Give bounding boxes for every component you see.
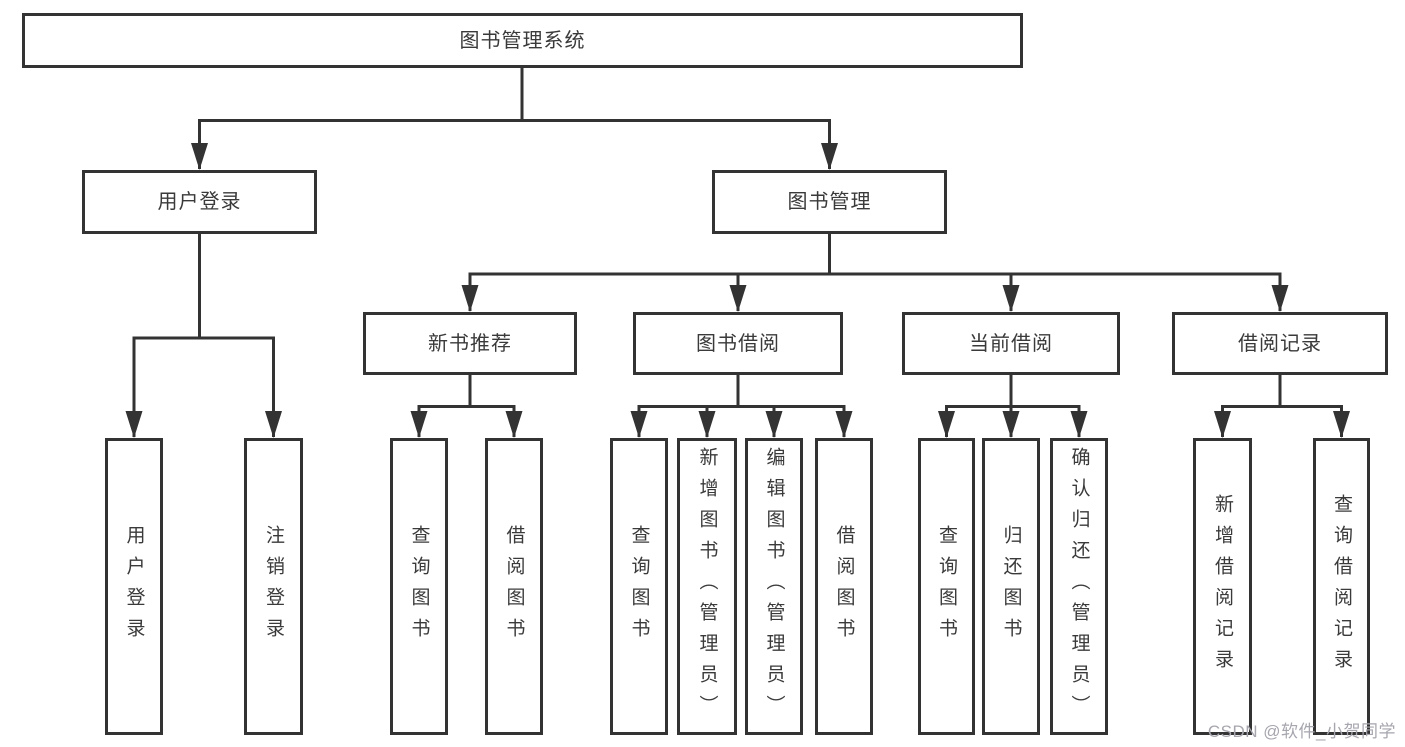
node-current-borrowing: 当前借阅 (902, 312, 1120, 375)
connector-elbows (132, 66, 1343, 437)
leaf-query-books-recommend: 查询图书 (390, 438, 448, 735)
leaf-add-books-admin: 新增图书（管理员） (677, 438, 737, 735)
leaf-logout: 注销登录 (244, 438, 303, 735)
node-user-login: 用户登录 (82, 170, 317, 234)
leaf-user-login: 用户登录 (105, 438, 163, 735)
csdn-watermark: CSDN @软件_小贺同学 (1207, 722, 1396, 741)
leaf-return-books: 归还图书 (982, 438, 1040, 735)
leaf-edit-books-admin: 编辑图书（管理员） (745, 438, 803, 735)
leaf-query-borrow-record: 查询借阅记录 (1313, 438, 1370, 735)
node-borrowing-records: 借阅记录 (1172, 312, 1388, 375)
leaf-add-borrow-record: 新增借阅记录 (1193, 438, 1252, 735)
node-book-borrowing: 图书借阅 (633, 312, 843, 375)
node-library-management-system: 图书管理系统 (22, 13, 1023, 68)
node-new-book-recommendation: 新书推荐 (363, 312, 577, 375)
leaf-borrow-books-borrowing: 借阅图书 (815, 438, 873, 735)
node-book-management: 图书管理 (712, 170, 947, 234)
leaf-query-books-borrowing: 查询图书 (610, 438, 668, 735)
arrowheads (125, 143, 1350, 438)
leaf-confirm-return-admin: 确认归还（管理员） (1050, 438, 1108, 735)
leaf-borrow-books-recommend: 借阅图书 (485, 438, 543, 735)
leaf-query-books-current: 查询图书 (918, 438, 975, 735)
